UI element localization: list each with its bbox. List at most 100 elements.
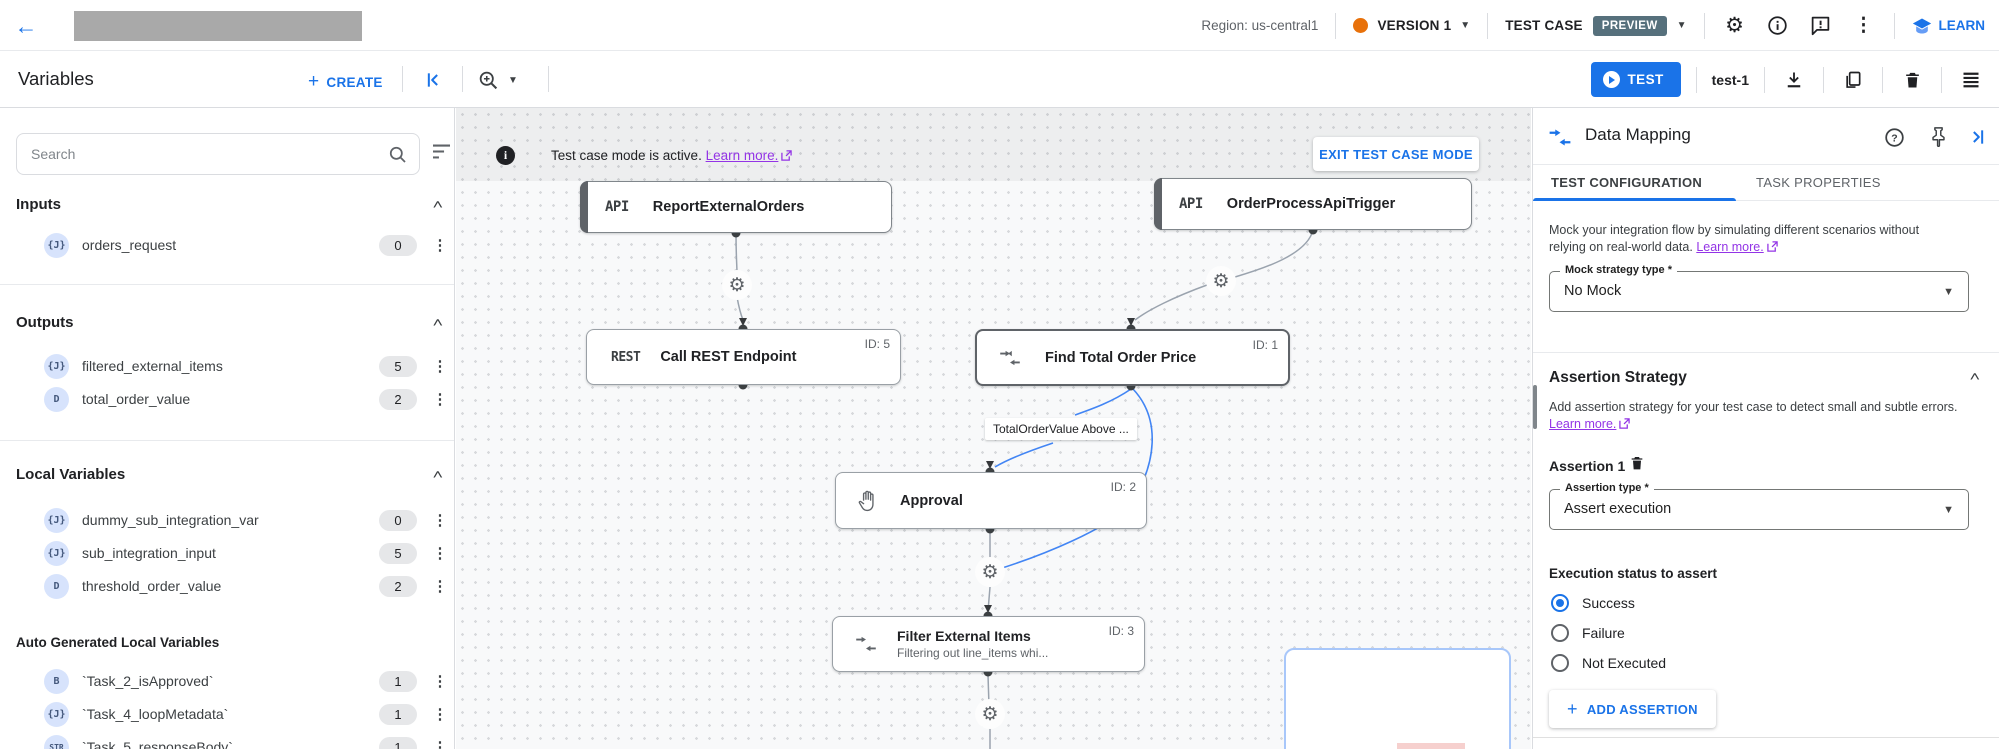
edge-settings-gear-icon[interactable]: ⚙ [1206,266,1236,296]
divider [462,66,463,92]
variable-menu-icon[interactable]: ⋮ [432,237,448,254]
flow-canvas[interactable]: i Test case mode is active. Learn more. … [456,108,1531,749]
variable-type-icon: STR [44,734,69,749]
variables-sidebar: Inputs ˄ {J} orders_request 0 ⋮ Outputs … [0,108,455,749]
variable-menu-icon[interactable]: ⋮ [432,673,448,690]
data-mapping-icon [999,350,1021,366]
feedback-icon[interactable] [1808,13,1834,39]
settings-gear-icon[interactable]: ⚙ [1725,14,1744,37]
collapse-sidebar-icon[interactable] [418,65,448,95]
assertion-strategy-title: Assertion Strategy [1549,369,1687,386]
info-icon[interactable] [1765,13,1791,39]
download-icon[interactable] [1780,66,1808,94]
radio-button-icon [1551,594,1569,612]
chevron-down-icon: ▼ [1943,286,1954,298]
tab-task-properties[interactable]: TASK PROPERTIES [1756,175,1881,190]
tab-test-configuration[interactable]: TEST CONFIGURATION [1551,175,1703,190]
node-find-total-order-price[interactable]: Find Total Order Price ID: 1 [975,329,1290,386]
variable-row[interactable]: {J} filtered_external_items 5 ⋮ [16,351,450,381]
create-variable-button[interactable]: + CREATE [302,66,389,98]
panel-header: Data Mapping ? [1533,108,1999,165]
plus-icon: + [1567,698,1578,719]
variable-row[interactable]: {J} dummy_sub_integration_var 0 ⋮ [16,505,450,535]
copy-icon[interactable] [1839,66,1867,94]
external-link-icon [1766,240,1778,257]
edge-settings-gear-icon[interactable]: ⚙ [722,270,752,300]
mock-strategy-select[interactable]: Mock strategy type * No Mock ▼ [1549,264,1969,312]
banner-message: Test case mode is active. Learn more. [551,148,793,164]
learn-button[interactable]: LEARN [1912,16,1985,36]
search-input[interactable] [31,146,388,162]
test-case-label: TEST CASE [1505,18,1583,33]
back-arrow-icon[interactable]: ← [14,13,38,39]
edge-settings-gear-icon[interactable]: ⚙ [975,557,1005,587]
divider [1533,737,1999,738]
more-options-icon[interactable]: ⋮ [1854,15,1873,36]
node-report-external-orders[interactable]: API ReportExternalOrders [580,181,892,233]
variable-menu-icon[interactable]: ⋮ [432,706,448,723]
data-mapping-panel: Data Mapping ? TEST CONFIGURATION TASK P… [1532,108,1999,749]
chevron-down-icon: ▼ [1676,20,1687,31]
test-case-selector[interactable]: TEST CASE PREVIEW ▼ [1505,15,1687,36]
variable-row[interactable]: D total_order_value 2 ⋮ [16,384,450,414]
exit-test-case-mode-button[interactable]: EXIT TEST CASE MODE [1313,137,1479,171]
variable-menu-icon[interactable]: ⋮ [432,391,448,408]
radio-not-executed[interactable]: Not Executed [1551,654,1666,672]
collapse-section-icon[interactable]: ˄ [1969,369,1981,384]
variable-menu-icon[interactable]: ⋮ [432,578,448,595]
chevron-down-icon: ▼ [508,74,518,86]
usage-count-badge: 1 [379,736,417,749]
learn-more-link[interactable]: Learn more. [705,148,779,163]
learn-more-link[interactable]: Learn more. [1549,417,1617,431]
sort-variables-icon[interactable] [431,143,452,165]
top-bar-right: Region: us-central1 VERSION 1 ▼ TEST CAS… [1201,0,1985,51]
variable-type-icon: {J} [44,540,69,566]
variable-menu-icon[interactable]: ⋮ [432,512,448,529]
variable-row[interactable]: {J} `Task_4_loopMetadata` 1 ⋮ [16,699,450,729]
node-order-process-api-trigger[interactable]: API OrderProcessApiTrigger [1154,178,1472,230]
create-label: CREATE [326,74,383,90]
section-header-outputs: Outputs ˄ [16,314,444,331]
collapse-panel-icon[interactable] [1965,124,1991,150]
edge-settings-gear-icon[interactable]: ⚙ [975,699,1005,729]
variable-row[interactable]: {J} orders_request 0 ⋮ [16,230,450,260]
learn-more-link[interactable]: Learn more. [1696,240,1764,254]
variable-row[interactable]: STR `Task_5_responseBody` 1 ⋮ [16,732,450,749]
panel-title: Data Mapping [1585,125,1691,144]
divider [1764,66,1765,93]
variable-menu-icon[interactable]: ⋮ [432,358,448,375]
minimap[interactable] [1284,648,1511,749]
test-button[interactable]: TEST [1590,62,1681,97]
collapse-section-icon[interactable]: ˄ [432,467,444,482]
minimap-viewport [1397,743,1465,749]
divider [1487,12,1489,39]
variable-menu-icon[interactable]: ⋮ [432,739,448,749]
variable-row[interactable]: B `Task_2_isApproved` 1 ⋮ [16,666,450,696]
test-case-name: test-1 [1711,71,1749,88]
collapse-section-icon[interactable]: ˄ [432,315,444,330]
usage-count-badge: 1 [379,670,417,692]
delete-assertion-icon[interactable] [1629,454,1645,477]
variable-row[interactable]: D threshold_order_value 2 ⋮ [16,571,450,601]
delete-icon[interactable] [1898,66,1926,94]
variable-row[interactable]: {J} sub_integration_input 5 ⋮ [16,538,450,568]
assertion-type-select[interactable]: Assertion type * Assert execution ▼ [1549,482,1969,530]
panel-scrollbar[interactable] [1533,385,1537,429]
node-approval[interactable]: Approval ID: 2 [835,472,1147,529]
node-call-rest-endpoint[interactable]: REST Call REST Endpoint ID: 5 [586,329,901,385]
canvas-zoom-control[interactable]: ▼ [478,65,518,95]
add-assertion-button[interactable]: + ADD ASSERTION [1549,690,1716,728]
rest-task-icon: REST [611,349,641,365]
version-selector[interactable]: VERSION 1 ▼ [1353,18,1470,33]
radio-failure[interactable]: Failure [1551,624,1625,642]
help-icon[interactable]: ? [1881,124,1907,150]
section-title: Local Variables [16,466,126,483]
collapse-section-icon[interactable]: ˄ [432,197,444,212]
variable-search[interactable] [16,133,420,175]
log-list-icon[interactable] [1957,66,1985,94]
pin-icon[interactable] [1925,124,1951,150]
radio-success[interactable]: Success [1551,594,1635,612]
node-filter-external-items[interactable]: Filter External Items Filtering out line… [832,616,1145,672]
edge-condition-label[interactable]: TotalOrderValue Above ... [985,418,1137,440]
variable-menu-icon[interactable]: ⋮ [432,545,448,562]
